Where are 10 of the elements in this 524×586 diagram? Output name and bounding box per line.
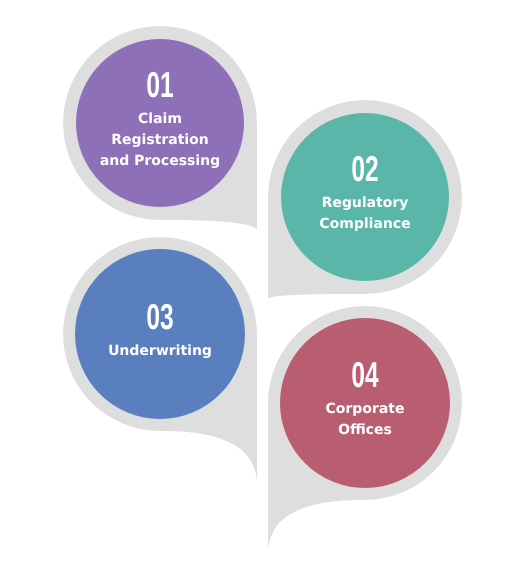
- step-number: 01: [146, 66, 174, 102]
- topic-label: Underwriting: [107, 342, 213, 360]
- teardrop-pin: [63, 26, 257, 231]
- topic-label: Regulatory Compliance: [318, 194, 412, 234]
- step-number: 04: [351, 357, 379, 393]
- step-number: 03: [146, 298, 174, 334]
- teardrop-pin: [268, 100, 462, 299]
- step-number: 02: [351, 151, 379, 187]
- topic-label: Claim Registration and Processing: [98, 110, 222, 170]
- topic-label: Corporate Offices: [324, 400, 406, 440]
